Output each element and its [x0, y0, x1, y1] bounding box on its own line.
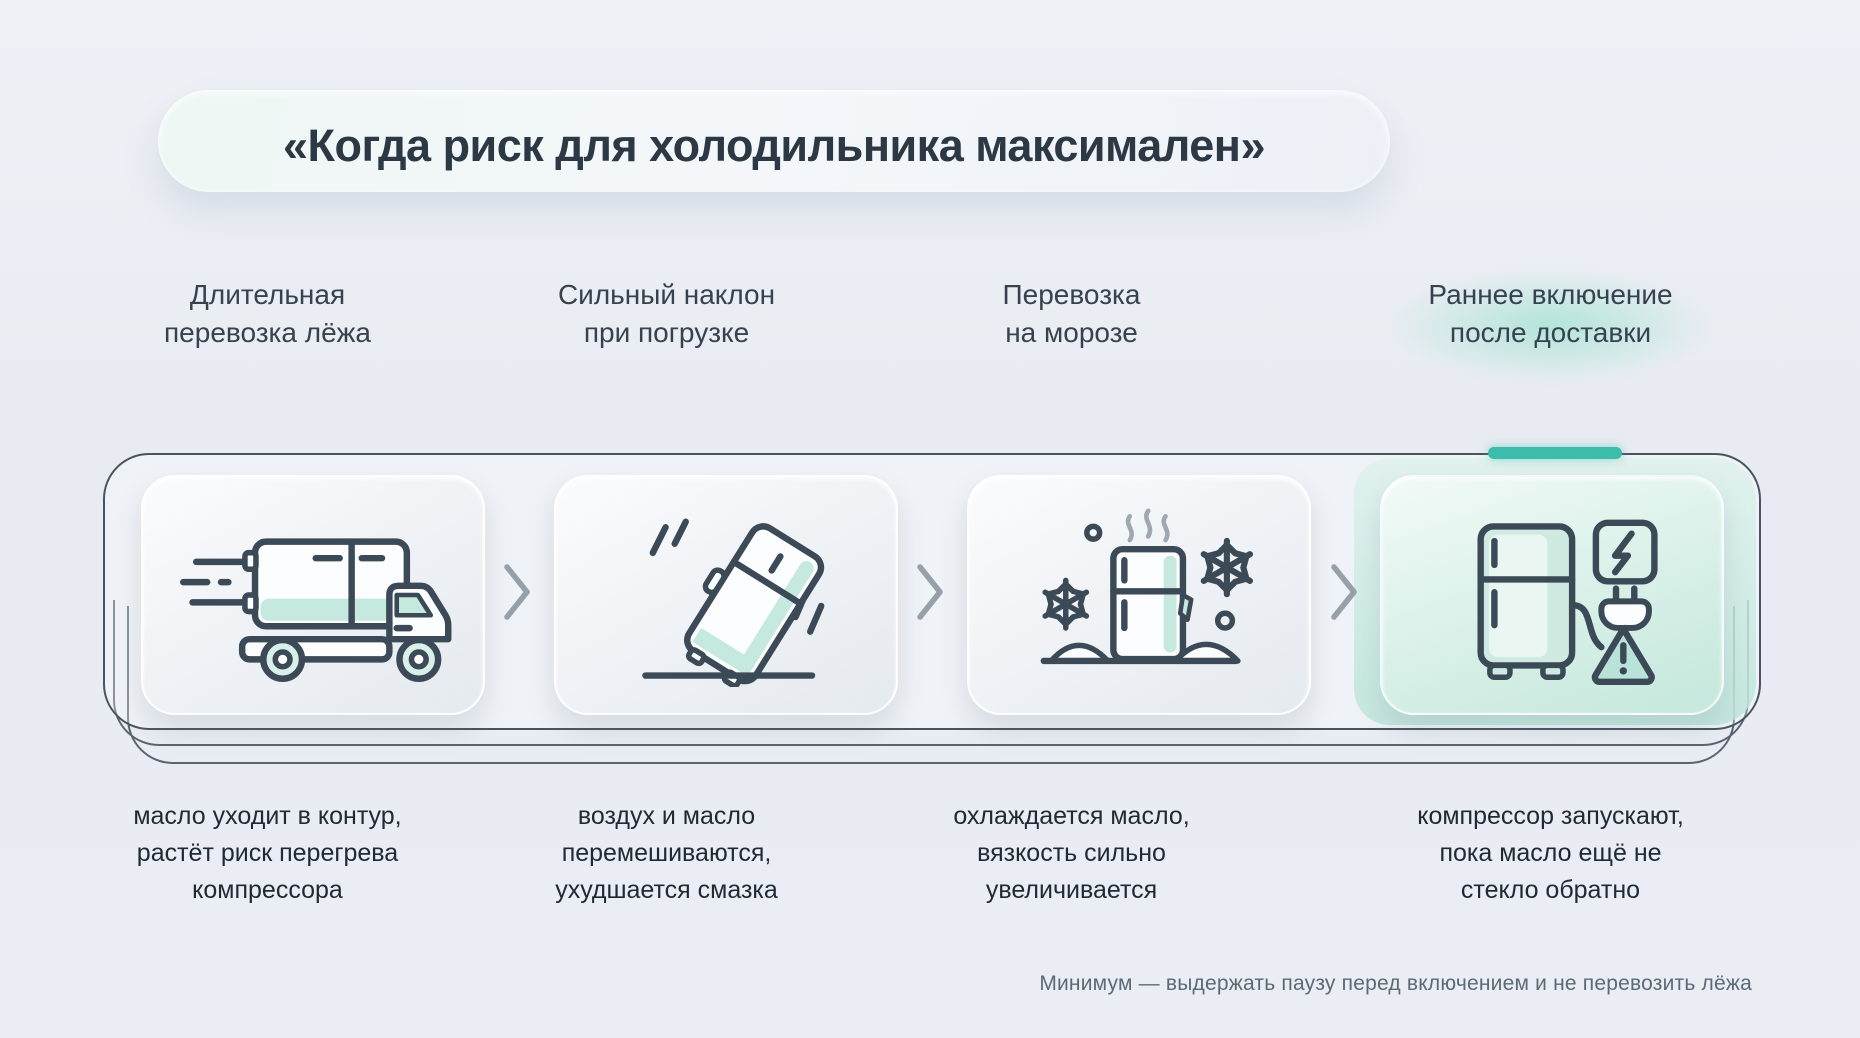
footer-note: Минимум — выдержать паузу перед включени…: [1039, 972, 1752, 995]
stage-card-tilt-loading: [554, 475, 898, 715]
title-banner: «Когда риск для холодильника максимален»: [158, 90, 1390, 192]
tilted-fridge-icon: [642, 518, 825, 687]
fridge-early-power-on-warning-icon: [1477, 519, 1658, 686]
chevron-right-icon: [504, 564, 530, 620]
stage-card-transport-lying: [141, 475, 485, 715]
stage-3-description: охлаждается масло, вязкость сильно увели…: [953, 802, 1190, 904]
highlight-glow: [1333, 250, 1767, 402]
stage-2-heading: Сильный наклон при погрузке: [557, 279, 776, 348]
stage-4-description: компрессор запускают, пока масло ещё не …: [1417, 802, 1684, 904]
stage-3-heading: Перевозка на морозе: [1002, 279, 1141, 348]
stage-1-heading: Длительная перевозка лёжа: [164, 279, 371, 348]
stage-card-frost-transport: [967, 475, 1311, 715]
fridge-in-frost-icon: [1020, 508, 1258, 665]
stage-4-heading: Раннее включение после доставки: [1428, 279, 1673, 348]
active-stage-indicator-bar: [1488, 447, 1622, 459]
stage-card-early-power-on: [1380, 475, 1724, 715]
chevron-right-icon: [917, 564, 943, 620]
chevron-right-icon: [1331, 564, 1357, 620]
speeding-truck-with-lying-fridge-icon: [180, 538, 452, 682]
stage-2-description: воздух и масло перемешиваются, ухудшаетс…: [555, 802, 778, 904]
page-title: «Когда риск для холодильника максимален»: [282, 120, 1266, 171]
stage-1-description: масло уходит в контур, растёт риск перег…: [133, 802, 402, 904]
